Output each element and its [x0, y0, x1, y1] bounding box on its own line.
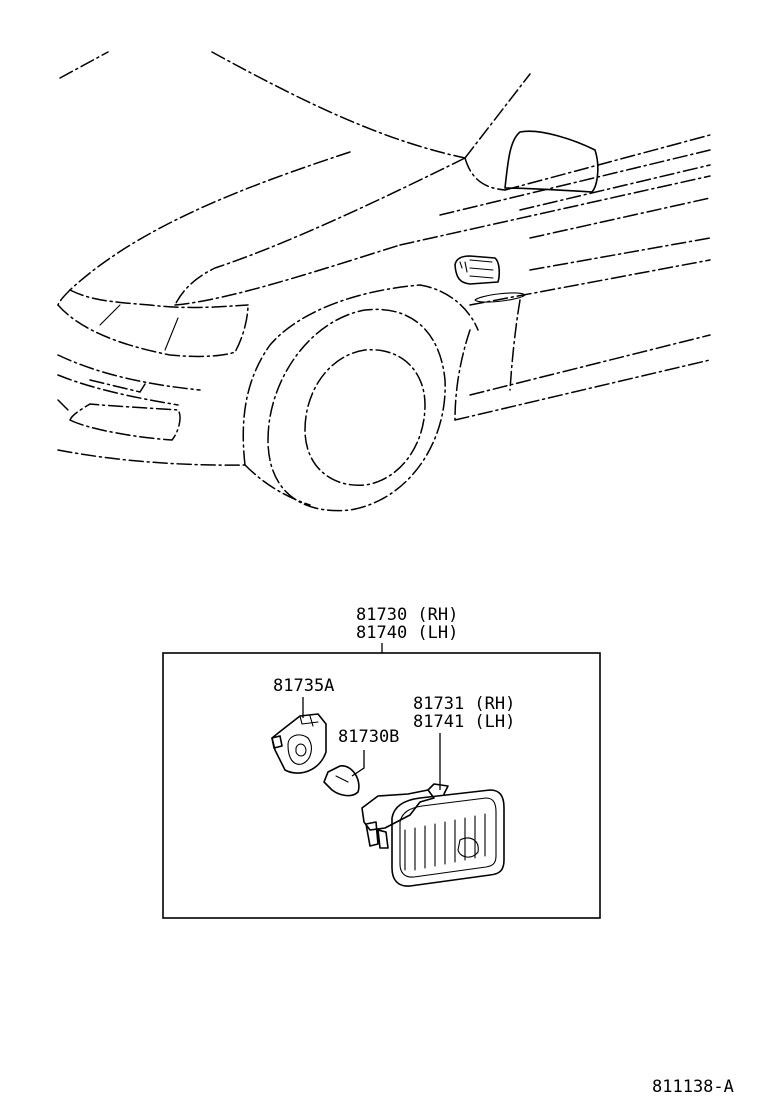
bulb-leader-line — [351, 750, 365, 777]
assembly-box — [162, 652, 601, 919]
part-label-assembly-rh: 81730 (RH) — [356, 605, 458, 625]
part-label-lens-lh: 81741 (LH) — [413, 712, 515, 732]
part-label-lens-rh: 81731 (RH) — [413, 694, 515, 714]
side-marker-lamp-icon — [454, 255, 501, 285]
car-front-outline-icon — [57, 51, 711, 512]
bulb-socket-icon — [271, 713, 327, 774]
parts-callout: 81730 (RH) 81740 (LH) 81735A 81730B 8173… — [162, 605, 601, 919]
part-label-assembly-lh: 81740 (LH) — [356, 623, 458, 643]
bulb-icon — [323, 765, 360, 797]
part-label-bulb: 81730B — [338, 727, 399, 747]
figure-code: 811138-A — [652, 1077, 734, 1097]
lamp-lens-icon — [361, 783, 505, 887]
part-label-socket: 81735A — [273, 676, 334, 696]
